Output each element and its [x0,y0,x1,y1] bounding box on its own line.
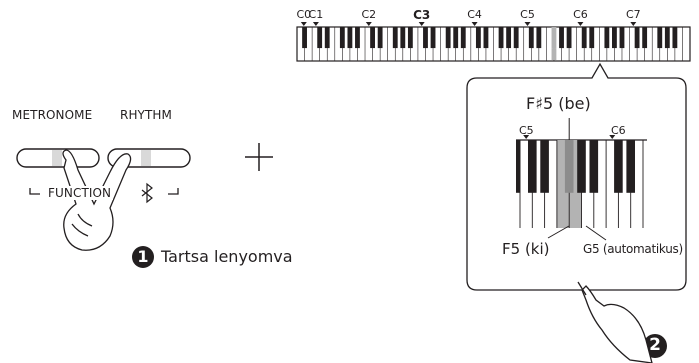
black-key [581,27,587,49]
black-key [453,27,459,49]
black-key [317,27,323,49]
octave-marker [630,22,637,26]
black-key [347,27,353,49]
octave-marker [524,22,531,26]
octave-label: C5 [520,8,535,21]
octave-label: C7 [625,8,641,21]
black-key [513,27,519,49]
step1-text: Tartsa lenyomva [161,247,293,266]
step1-badge [132,246,154,268]
f5-pointer-line [547,225,570,239]
zoom-black-key [614,140,623,193]
callout-g5-label: G5 (automatikus) [583,242,683,256]
black-key [483,27,489,49]
highlighted-key-lower [551,48,557,60]
zoom-black-key [564,140,574,193]
black-key [355,27,360,49]
octave-label: C0 [296,8,312,21]
black-key [612,27,617,49]
black-key [324,27,330,49]
zoom-black-key [527,140,537,193]
callout-c6-label: C6 [611,124,626,137]
black-key [642,27,648,49]
zoom-black-key [516,140,521,193]
octave-label: C4 [467,8,482,21]
metronome-label: METRONOME [12,108,93,122]
black-key [528,27,534,49]
function-bracket-left [29,188,40,195]
zoom-keyboard [516,118,647,228]
octave-label: C3 [413,8,431,22]
bluetooth-icon [141,182,153,204]
octave-marker [577,22,584,26]
octave-label: C2 [361,8,377,21]
black-key [460,27,466,49]
callout-title: F♯5 (be) [526,94,591,113]
black-key [634,27,640,49]
zoom-octave-marker [609,135,616,139]
octave-marker [312,22,319,26]
black-key [566,27,572,49]
octave-marker [418,22,425,26]
rhythm-label: RHYTHM [120,108,172,122]
function-label: FUNCTION [46,186,114,200]
black-key [551,27,557,49]
black-key [392,27,398,49]
black-key [672,27,678,49]
black-key [370,27,375,49]
plus-sign [245,143,273,171]
octave-label: C1 [308,8,324,21]
callout-c5-label: C5 [519,124,534,137]
finger-icon [577,281,653,363]
zoom-black-key [577,140,586,193]
black-key [536,27,542,49]
black-key [400,27,406,49]
black-key [498,27,504,49]
zoom-black-key [540,140,549,193]
black-key [559,27,564,49]
black-key [619,27,625,49]
octave-marker [471,22,478,26]
black-key [506,27,512,49]
full-keyboard [296,22,691,62]
callout-f5-label: F5 (ki) [502,240,550,258]
black-key [423,27,428,49]
zoom-black-key [626,140,636,193]
black-key [589,27,595,49]
octave-marker [300,22,307,26]
black-key [604,27,610,49]
black-key [407,27,413,49]
black-key [377,27,383,49]
step2-number: 2 [649,335,661,355]
zoom-octave-marker [523,135,530,139]
octave-label: C6 [573,8,588,21]
step1-number: 1 [137,247,149,266]
black-key [475,27,481,49]
black-key [302,27,307,49]
octave-marker [365,22,372,26]
function-bracket-right [168,188,179,195]
black-key [664,27,670,49]
hand-icon-left [62,149,132,251]
g5-pointer-line [585,225,607,241]
metronome-button-inner [52,150,62,166]
black-key [339,27,345,49]
black-key [445,27,451,49]
black-key [430,27,436,49]
black-key [657,27,663,49]
rhythm-button-inner [141,150,151,166]
zoom-black-key [589,140,599,193]
